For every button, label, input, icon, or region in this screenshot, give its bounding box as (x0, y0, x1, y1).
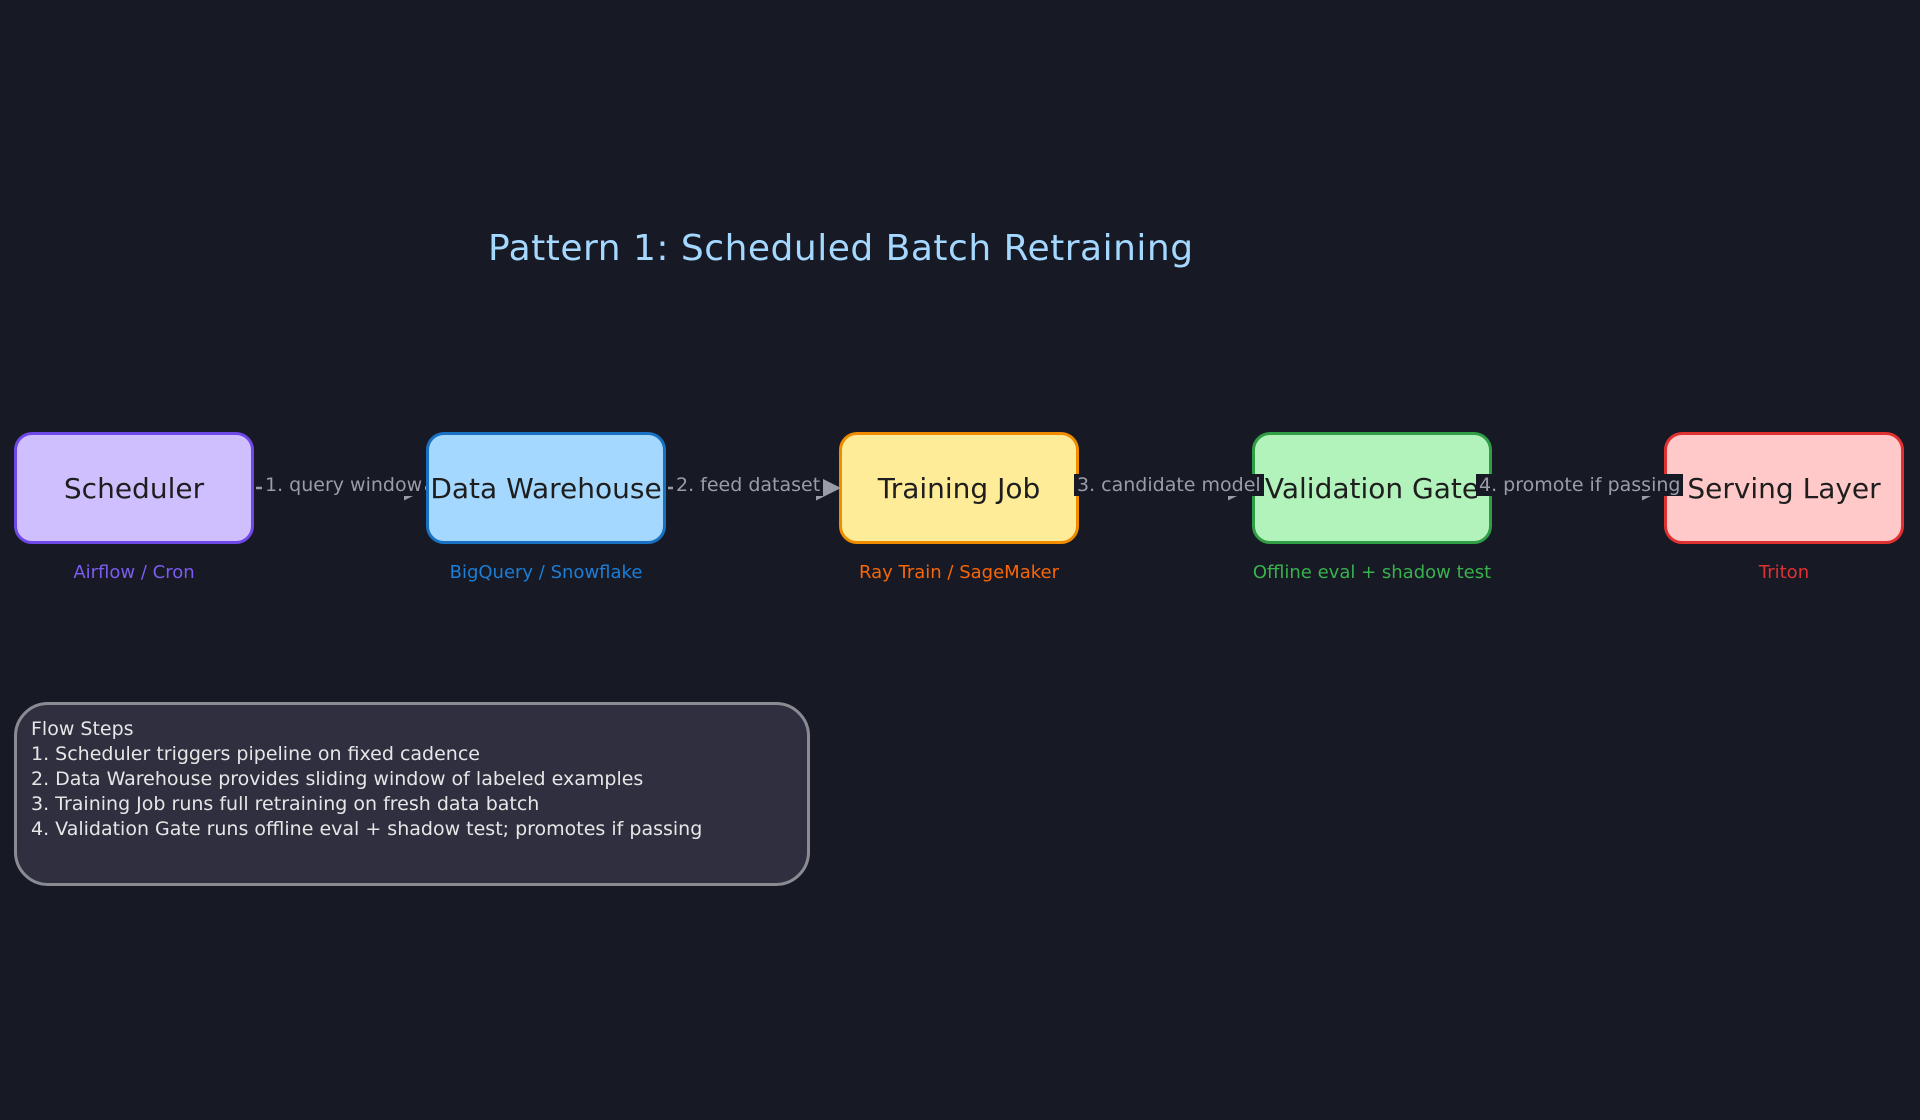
node-subtitle-scheduler: Airflow / Cron (73, 562, 195, 583)
node-subtitle-data-warehouse: BigQuery / Snowflake (449, 562, 643, 583)
node-label: Scheduler (63, 471, 205, 505)
edge-label-promote-if-passing: 4. promote if passing (1476, 474, 1684, 496)
flow-step-1: 1. Scheduler triggers pipeline on fixed … (31, 743, 480, 765)
flow-step-4: 4. Validation Gate runs offline eval + s… (31, 818, 703, 840)
diagram-title: Pattern 1: Scheduled Batch Retraining (488, 228, 1194, 269)
node-label: Serving Layer (1687, 471, 1881, 505)
node-validation-gate[interactable]: Validation Gate (1252, 432, 1492, 544)
node-label: Data Warehouse (430, 471, 662, 505)
node-data-warehouse[interactable]: Data Warehouse (426, 432, 666, 544)
edge-label-query-window: 1. query window (262, 474, 426, 496)
node-subtitle-training-job: Ray Train / SageMaker (859, 562, 1059, 583)
node-label: Training Job (877, 471, 1041, 505)
node-subtitle-serving-layer: Triton (1758, 562, 1810, 583)
node-label: Validation Gate (1264, 471, 1480, 505)
flow-step-3: 3. Training Job runs full retraining on … (31, 793, 540, 815)
flow-steps-heading: Flow Steps (31, 718, 134, 740)
flow-step-2: 2. Data Warehouse provides sliding windo… (31, 768, 644, 790)
edge-label-candidate-model: 3. candidate model (1074, 474, 1264, 496)
flow-steps-note: Flow Steps 1. Scheduler triggers pipelin… (14, 702, 810, 886)
node-scheduler[interactable]: Scheduler (14, 432, 254, 544)
node-subtitle-validation-gate: Offline eval + shadow test (1252, 562, 1492, 583)
edge-label-feed-dataset: 2. feed dataset (673, 474, 824, 496)
node-training-job[interactable]: Training Job (839, 432, 1079, 544)
node-serving-layer[interactable]: Serving Layer (1664, 432, 1904, 544)
